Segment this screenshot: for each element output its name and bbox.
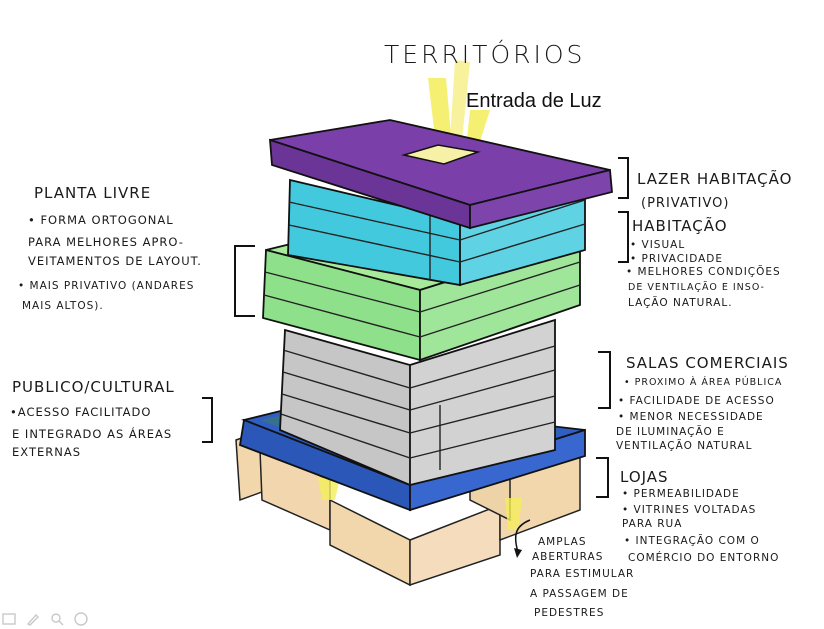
planta-line-3: veitamentos de layout. (28, 254, 202, 268)
lazer-line-1: Lazer Habitação (637, 170, 793, 188)
lojas-line-2: • Vitrines voltadas (622, 504, 757, 516)
light-entry-label: Entrada de Luz (466, 90, 602, 112)
lazer-line-2: (Privativo) (641, 196, 730, 211)
salas-heading: Salas Comerciais (626, 354, 789, 372)
planta-line-5: mais altos). (22, 300, 104, 312)
light-rays-bottom (318, 478, 522, 530)
slide-icon[interactable] (0, 611, 18, 627)
habitacao-line-2: • Privacidade (630, 253, 723, 265)
presentation-toolbar (0, 611, 90, 627)
publico-line-1: •Acesso facilitado (10, 405, 152, 419)
habitacao-line-4: de ventilação e inso- (628, 282, 765, 293)
pen-icon[interactable] (24, 611, 42, 627)
salas-line-5: ventilação natural (616, 440, 753, 452)
amplas-line-4: a passagem de (530, 588, 629, 600)
publico-line-2: e integrado as áreas (12, 427, 173, 441)
salas-line-3: • Menor necessidade (618, 411, 764, 423)
diagram-title: Territórios (384, 40, 586, 69)
lojas-line-3: para rua (622, 518, 683, 530)
salas-line-1: • Proximo à área pública (624, 377, 783, 388)
roof-slab (268, 119, 613, 230)
brackets (202, 157, 629, 498)
amplas-line-3: para estimular (530, 568, 635, 580)
habitacao-heading: Habitação (632, 217, 728, 235)
publico-heading: Publico/Cultural (12, 378, 175, 396)
salas-line-2: • Facilidade de acesso (618, 395, 775, 407)
habitacao-line-5: lação natural. (628, 297, 733, 309)
planta-livre-heading: Planta livre (34, 184, 152, 202)
planta-line-4: • Mais privativo (andares (18, 280, 195, 292)
amplas-line-2: aberturas (532, 551, 604, 563)
habitacao-line-3: • Melhores condições (626, 266, 781, 278)
lojas-line-4: • Integração com o (624, 535, 760, 547)
planta-line-2: para melhores apro- (28, 235, 184, 249)
planta-line-1: • Forma ortogonal (28, 213, 174, 227)
amplas-line-5: pedestres (534, 607, 605, 619)
zoom-icon[interactable] (48, 611, 66, 627)
lojas-line-1: • Permeabilidade (622, 488, 740, 500)
amplas-arrow (514, 519, 531, 553)
lojas-line-5: comércio do entorno (628, 552, 780, 564)
habitacao-line-1: • Visual (630, 239, 686, 251)
more-icon[interactable] (72, 611, 90, 627)
skylight-opening (401, 144, 481, 165)
lojas-heading: Lojas (620, 468, 669, 486)
commercial-level (279, 318, 556, 487)
publico-line-3: externas (12, 445, 81, 459)
amplas-line-1: Amplas (538, 536, 587, 548)
salas-line-4: de iluminação e (616, 426, 725, 438)
